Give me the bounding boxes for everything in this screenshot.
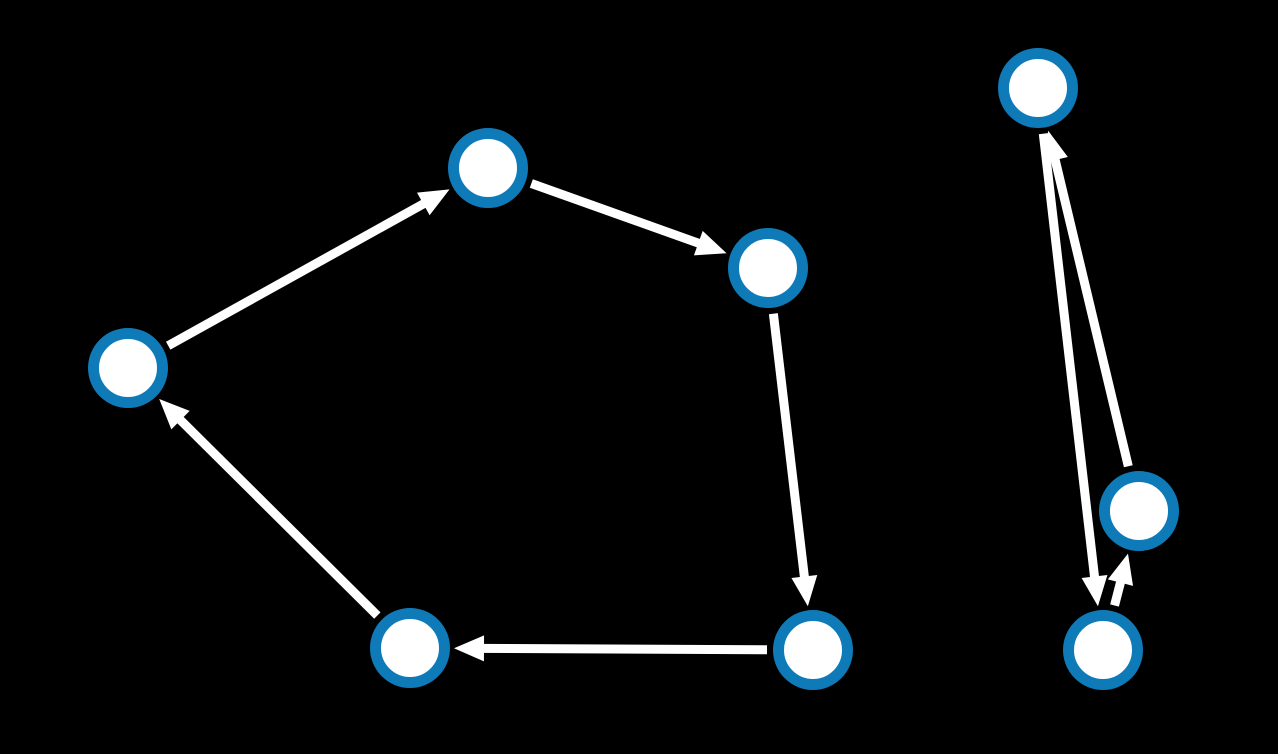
- edge-layer: [159, 130, 1134, 662]
- graph-node[interactable]: [728, 228, 808, 308]
- node-circle-icon[interactable]: [448, 128, 528, 208]
- edge-line: [768, 313, 810, 583]
- graph-edge: [1107, 553, 1134, 607]
- edge-line: [166, 197, 431, 350]
- edge-arrowhead-icon: [791, 574, 818, 607]
- edge-arrowhead-icon: [1042, 130, 1068, 163]
- edge-line: [1049, 153, 1133, 468]
- graph-edge: [454, 635, 768, 662]
- node-circle-icon[interactable]: [88, 328, 168, 408]
- node-layer: [88, 48, 1179, 690]
- edge-arrowhead-icon: [159, 399, 190, 430]
- node-circle-icon[interactable]: [1063, 610, 1143, 690]
- graph-edge: [768, 313, 818, 607]
- graph-node[interactable]: [773, 610, 853, 690]
- graph-node[interactable]: [448, 128, 528, 208]
- graph-node[interactable]: [998, 48, 1078, 128]
- edge-arrowhead-icon: [1107, 553, 1134, 586]
- node-circle-icon[interactable]: [728, 228, 808, 308]
- graph-node[interactable]: [370, 608, 450, 688]
- node-circle-icon[interactable]: [998, 48, 1078, 128]
- edge-line: [529, 179, 705, 250]
- graph-edge: [159, 399, 381, 619]
- edge-arrowhead-icon: [693, 230, 727, 256]
- graph-edge: [166, 189, 450, 350]
- graph-node[interactable]: [1063, 610, 1143, 690]
- graph-node[interactable]: [88, 328, 168, 408]
- edge-line: [1038, 133, 1100, 583]
- graph-node[interactable]: [1099, 471, 1179, 551]
- graph-edge: [529, 179, 727, 256]
- edge-line: [478, 643, 768, 655]
- edge-arrowhead-icon: [417, 189, 450, 216]
- edge-line: [173, 413, 381, 619]
- node-circle-icon[interactable]: [370, 608, 450, 688]
- node-circle-icon[interactable]: [773, 610, 853, 690]
- graph-edge: [1038, 133, 1108, 607]
- graph-edge: [1042, 130, 1133, 468]
- node-circle-icon[interactable]: [1099, 471, 1179, 551]
- edge-arrowhead-icon: [1081, 575, 1108, 607]
- edge-arrowhead-icon: [454, 635, 485, 662]
